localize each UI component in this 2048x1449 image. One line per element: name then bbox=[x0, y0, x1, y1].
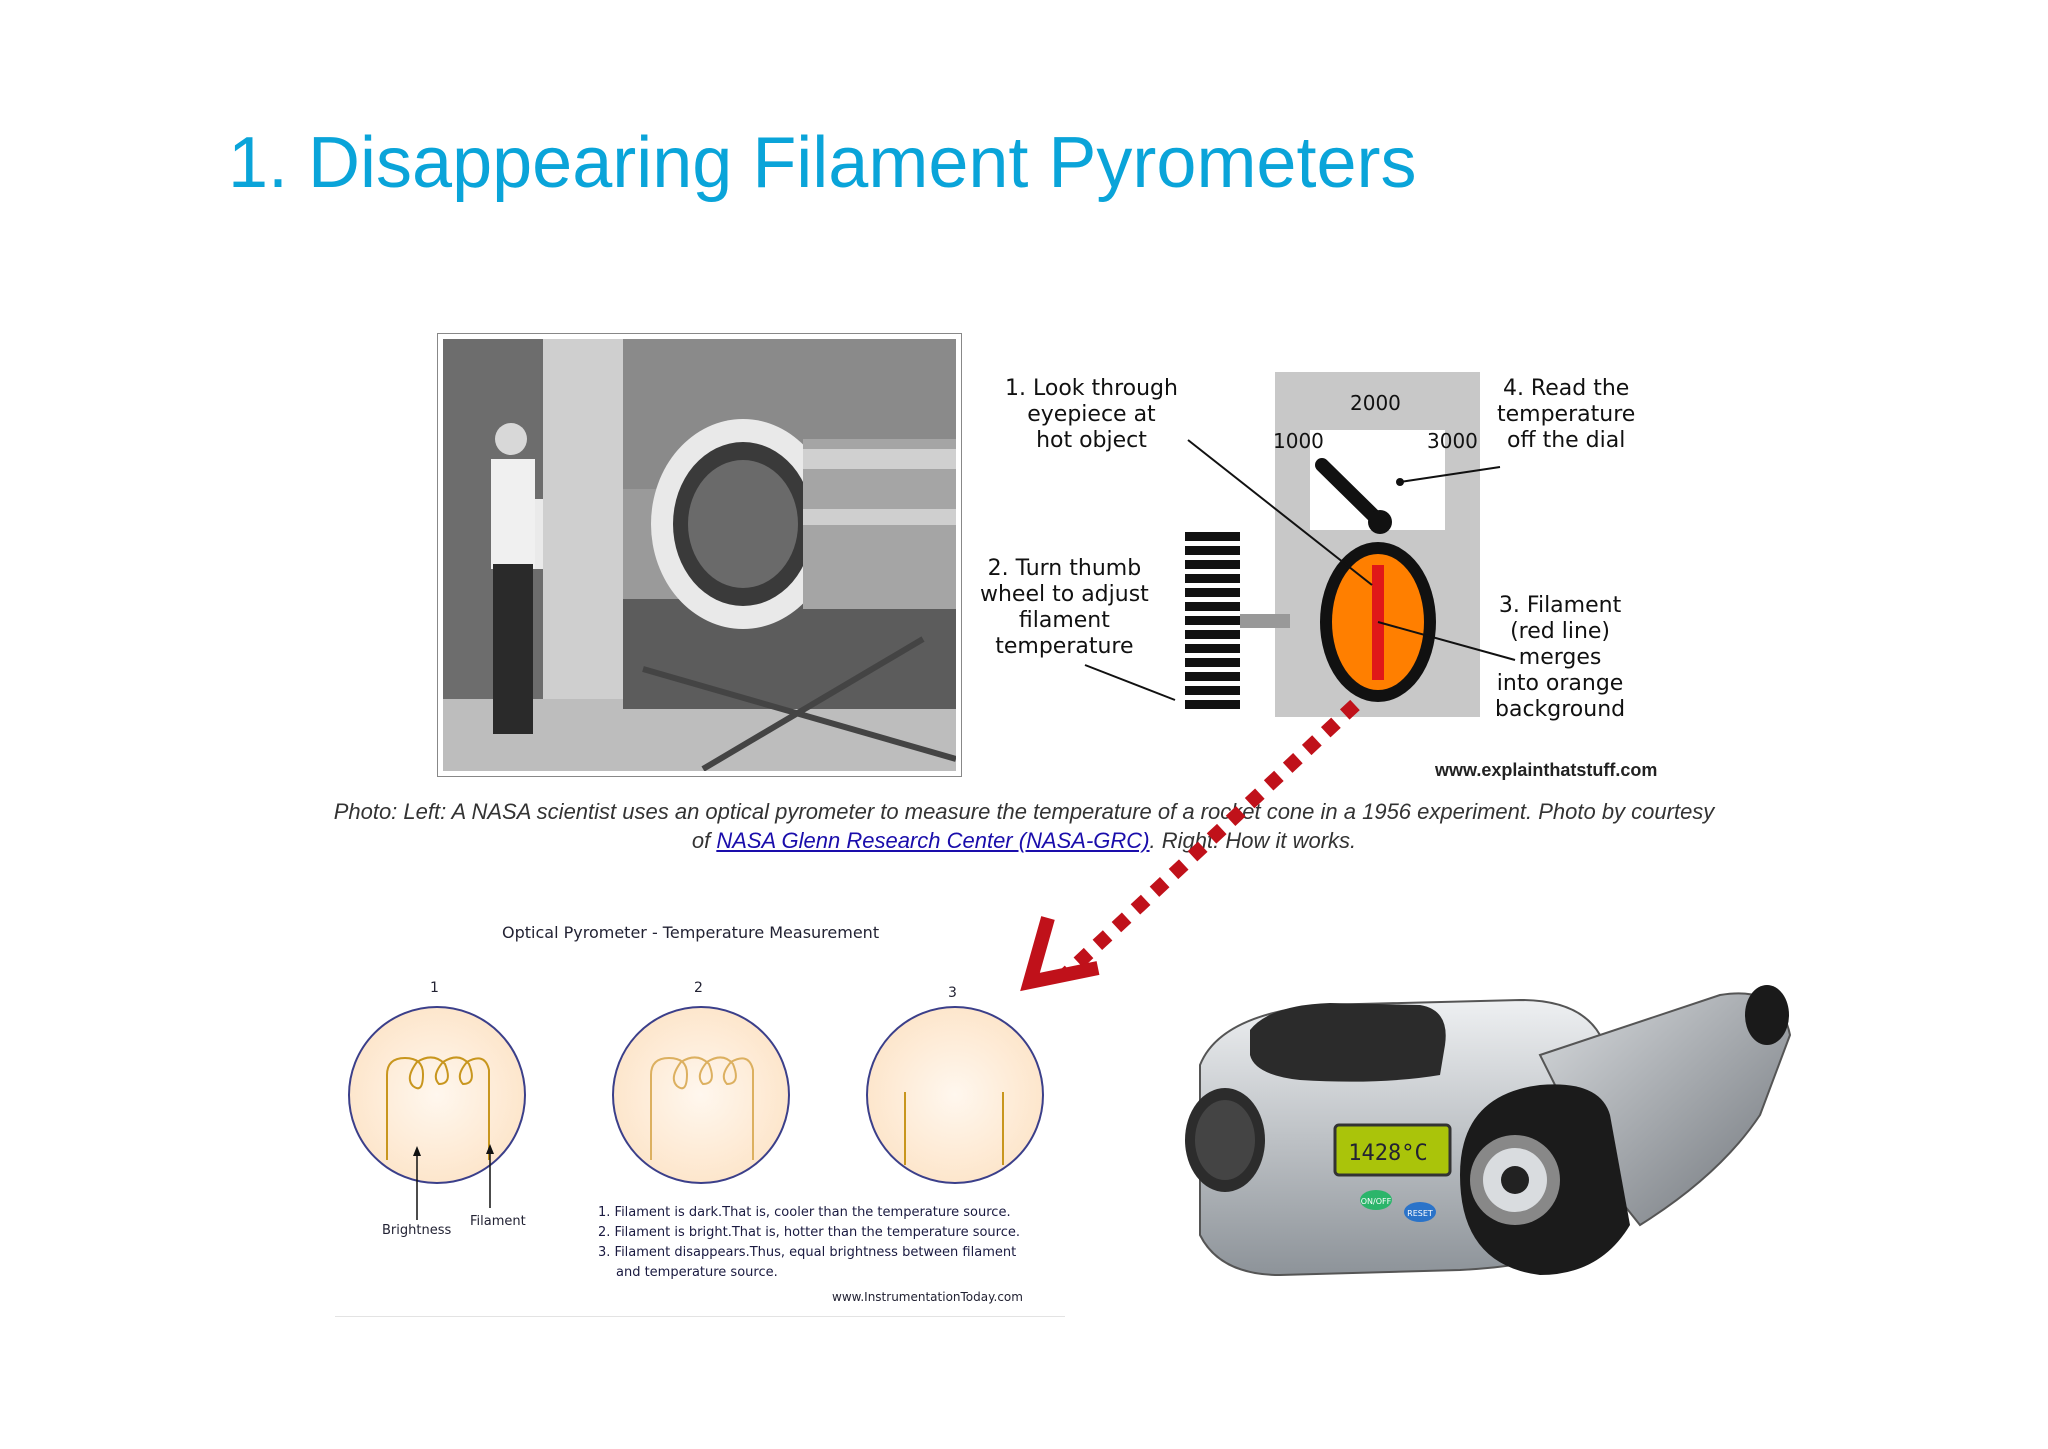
photo-caption: Photo: Left: A NASA scientist uses an op… bbox=[300, 797, 1748, 855]
nasa-photo bbox=[437, 333, 962, 777]
dial-1000-label: 1000 bbox=[1273, 429, 1324, 453]
explainthatstuff-source: www.explainthatstuff.com bbox=[1435, 760, 1658, 780]
caption-line-2: of NASA Glenn Research Center (NASA-GRC)… bbox=[691, 828, 1357, 853]
dial-2000-label: 2000 bbox=[1350, 391, 1401, 415]
slide-title: 1. Disappearing Filament Pyrometers bbox=[228, 123, 1417, 203]
red-dotted-arrow bbox=[1020, 699, 1360, 992]
stage-number-2: 2 bbox=[694, 980, 703, 996]
optical-notes: 1. Filament is dark.That is, cooler than… bbox=[598, 1205, 1021, 1280]
nasa-grc-link[interactable]: NASA Glenn Research Center (NASA-GRC) bbox=[716, 828, 1150, 853]
filament-label: Filament bbox=[470, 1214, 526, 1229]
filament-stages-diagram bbox=[348, 1006, 1044, 1220]
svg-text:RESET: RESET bbox=[1407, 1209, 1433, 1218]
dial-3000-label: 3000 bbox=[1427, 429, 1478, 453]
svg-text:ON/OFF: ON/OFF bbox=[1361, 1197, 1392, 1206]
pyrometer-how-it-works-diagram bbox=[1084, 372, 1516, 717]
device-display: 1428°C bbox=[1348, 1141, 1427, 1166]
stage-number-3: 3 bbox=[948, 985, 957, 1001]
stage-number-1: 1 bbox=[430, 980, 439, 996]
caption-line-1: Photo: Left: A NASA scientist uses an op… bbox=[333, 799, 1715, 824]
optical-pyrometer-title: Optical Pyrometer - Temperature Measurem… bbox=[502, 923, 880, 942]
instrumentationtoday-source: www.InstrumentationToday.com bbox=[832, 1290, 1023, 1304]
brightness-label: Brightness bbox=[382, 1223, 452, 1238]
handheld-pyrometer-image: 1428°C ON/OFF RESET bbox=[1185, 985, 1792, 1277]
divider bbox=[335, 1316, 1065, 1317]
